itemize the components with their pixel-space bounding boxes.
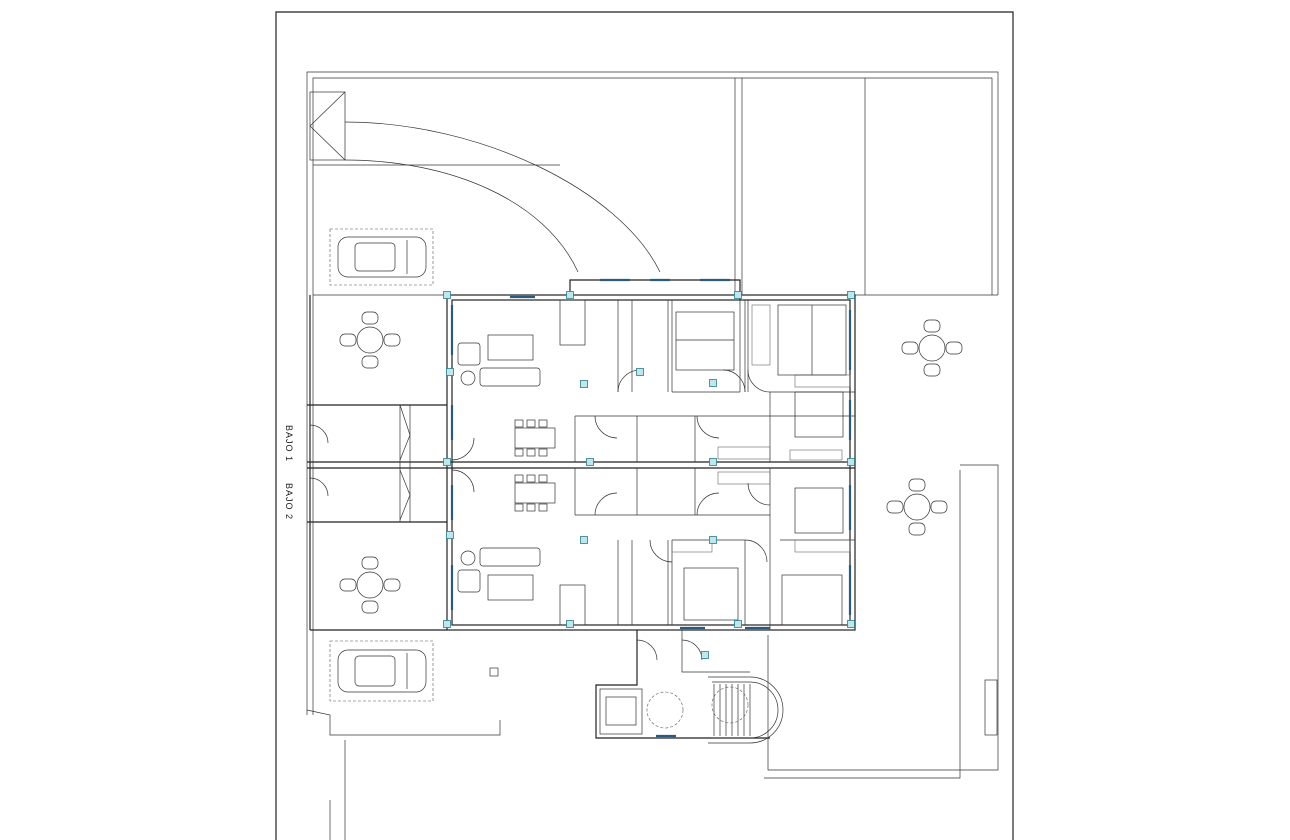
- beds: [675, 304, 847, 626]
- column: [847, 291, 855, 299]
- column: [446, 368, 454, 376]
- plot-boundary: [275, 11, 1014, 840]
- parking-space-bottom: [329, 640, 499, 702]
- chair: [886, 500, 904, 514]
- terrace-furniture: [339, 311, 963, 614]
- table: [903, 493, 931, 521]
- column: [709, 536, 717, 544]
- chair: [538, 448, 548, 457]
- chair: [526, 448, 536, 457]
- column: [443, 620, 451, 628]
- chair: [361, 556, 379, 570]
- chair: [923, 363, 941, 377]
- chair: [945, 341, 963, 355]
- chair: [526, 419, 536, 428]
- column: [443, 458, 451, 466]
- column: [734, 620, 742, 628]
- windows: [450, 278, 852, 738]
- chair: [538, 503, 548, 512]
- chair: [514, 448, 524, 457]
- chair: [526, 474, 536, 483]
- chair: [339, 333, 357, 347]
- chair: [901, 341, 919, 355]
- chair: [526, 503, 536, 512]
- unit-label-bajo-2: BAJO 2: [284, 483, 294, 520]
- round-table-set: [901, 319, 963, 377]
- chair: [361, 600, 379, 614]
- column: [847, 620, 855, 628]
- round-table-set: [886, 478, 948, 536]
- chair: [923, 319, 941, 333]
- chair: [383, 333, 401, 347]
- chair: [538, 474, 548, 483]
- column: [580, 536, 588, 544]
- column: [446, 531, 454, 539]
- round-table-set: [339, 556, 401, 614]
- column: [636, 368, 644, 376]
- round-table-set: [339, 311, 401, 369]
- table: [918, 334, 946, 362]
- chair: [908, 522, 926, 536]
- stair-elevator-core: [595, 630, 784, 744]
- column: [701, 651, 709, 659]
- chair: [514, 419, 524, 428]
- column: [566, 620, 574, 628]
- chair: [908, 478, 926, 492]
- chair: [383, 578, 401, 592]
- column: [709, 379, 717, 387]
- chair: [930, 500, 948, 514]
- structural-columns: [443, 291, 855, 659]
- chair: [514, 503, 524, 512]
- column: [580, 380, 588, 388]
- column: [847, 458, 855, 466]
- column: [709, 458, 717, 466]
- column: [734, 291, 742, 299]
- chair: [538, 419, 548, 428]
- chair: [514, 474, 524, 483]
- table: [356, 326, 384, 354]
- table: [356, 571, 384, 599]
- building-walls: [446, 279, 856, 631]
- column: [586, 458, 594, 466]
- chair: [361, 355, 379, 369]
- column: [443, 291, 451, 299]
- column: [566, 291, 574, 299]
- parking-space-top: [313, 228, 447, 296]
- unit-label-bajo-1: BAJO 1: [284, 425, 294, 462]
- chair: [339, 578, 357, 592]
- chair: [361, 311, 379, 325]
- driveway-ramp: [309, 91, 661, 273]
- storage-rooms: [307, 295, 447, 631]
